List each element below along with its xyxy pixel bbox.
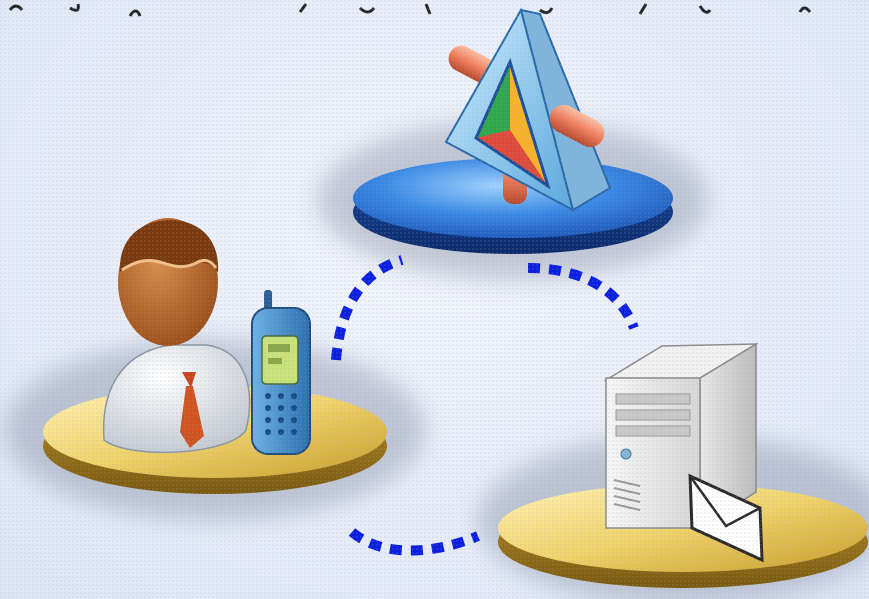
dot-texture-overlay: [0, 0, 869, 599]
network-diagram: [0, 0, 869, 599]
